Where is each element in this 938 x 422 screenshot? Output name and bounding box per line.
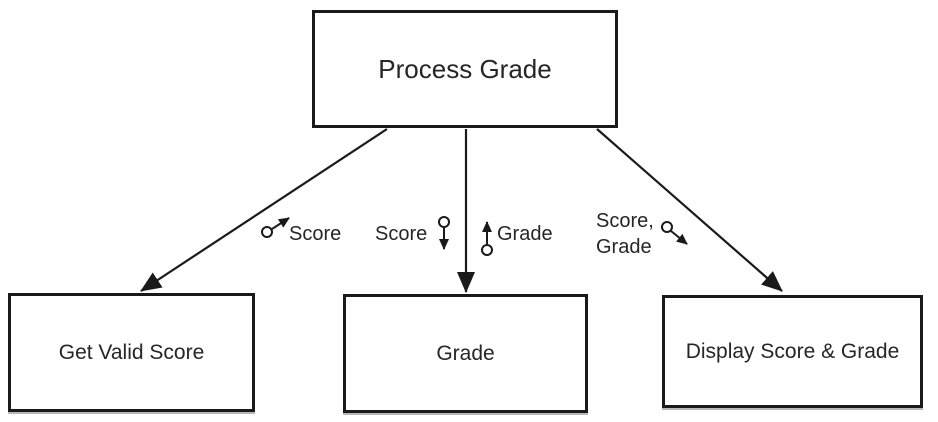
module-display-score-grade: Display Score & Grade — [662, 295, 923, 408]
couple-label-score-grade-line2: Grade — [596, 236, 652, 258]
couple-label-score-grade: Score, Grade — [596, 208, 654, 260]
data-couple-grade-up-icon — [481, 221, 493, 256]
module-display-score-grade-label: Display Score & Grade — [685, 339, 900, 363]
couple-label-grade-up: Grade — [497, 223, 553, 245]
module-grade-label: Grade — [436, 341, 495, 365]
call-arrow-top-to-left — [140, 128, 388, 292]
couple-label-score-left: Score — [289, 223, 342, 245]
module-process-grade-label: Process Grade — [378, 53, 552, 84]
couple-label-score-down: Score — [375, 223, 428, 245]
couple-label-score-grade-line1: Score, — [596, 210, 654, 232]
data-couple-score-grade-right-icon — [661, 221, 688, 245]
module-get-valid-score: Get Valid Score — [8, 293, 255, 412]
module-get-valid-score-label: Get Valid Score — [58, 340, 205, 364]
data-couple-score-down-icon — [438, 216, 450, 250]
call-arrow-top-to-right — [596, 128, 783, 292]
module-grade: Grade — [343, 294, 588, 413]
module-process-grade: Process Grade — [312, 10, 618, 128]
data-couple-score-left-icon — [261, 217, 290, 238]
